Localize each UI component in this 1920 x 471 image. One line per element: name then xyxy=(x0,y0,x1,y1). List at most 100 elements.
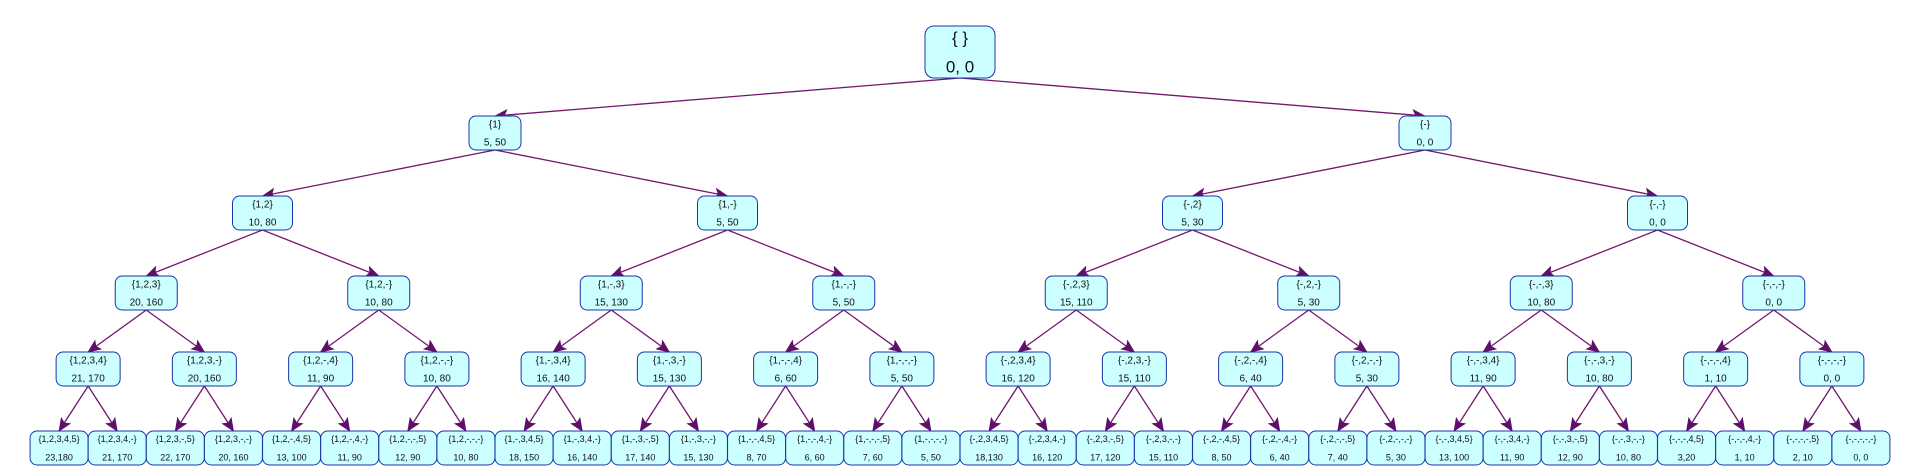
tree-node[interactable]: {-,2,3,-,-}15, 110 xyxy=(1133,430,1193,466)
tree-edge xyxy=(901,385,932,432)
tree-edge xyxy=(1773,309,1833,353)
node-box xyxy=(1398,115,1452,151)
tree-node[interactable]: {-,2,3}15, 110 xyxy=(1044,275,1108,311)
node-set-label: {1,-,3,-} xyxy=(653,355,686,366)
tree-node[interactable]: {-,-,-,4}1, 10 xyxy=(1683,351,1749,387)
tree-node[interactable]: {1,2,-,-}10, 80 xyxy=(404,351,470,387)
tree-node[interactable]: {1,2,3,4,5}23,180 xyxy=(29,430,89,466)
node-set-label: {1,2,3,4,5} xyxy=(39,434,80,444)
tree-node[interactable]: {1,2,3,-}20, 160 xyxy=(171,351,237,387)
tree-node[interactable]: {1,-,3,4,-}16, 140 xyxy=(552,430,612,466)
tree-edge xyxy=(203,385,234,432)
node-values-label: 13, 100 xyxy=(277,452,307,462)
tree-node[interactable]: {-}0, 0 xyxy=(1398,115,1452,151)
tree-node[interactable]: {1,-,3,-,-}15, 130 xyxy=(668,430,728,466)
tree-node[interactable]: {1,-,-,4,-}6, 60 xyxy=(785,430,845,466)
tree-edge xyxy=(785,385,816,432)
tree-node[interactable]: {1,2,-,4,5}13, 100 xyxy=(262,430,322,466)
tree-node[interactable]: {1,-,-,-}5, 50 xyxy=(869,351,935,387)
tree-node[interactable]: {1,-,-,4}6, 60 xyxy=(753,351,819,387)
tree-node[interactable]: {-,-,3}10, 80 xyxy=(1509,275,1573,311)
tree-node[interactable]: {-,-,-}0, 0 xyxy=(1742,275,1806,311)
node-set-label: {-,-,3,4,-} xyxy=(1495,434,1530,444)
edges-layer xyxy=(58,77,1862,432)
nodes-layer: { }0, 0{1}5, 50{-}0, 0{1,2}10, 80{1,-}5,… xyxy=(29,25,1891,466)
tree-node[interactable]: {-,-,3,4,-}11, 90 xyxy=(1482,430,1542,466)
tree-node[interactable]: {-,2,-,-,5}7, 40 xyxy=(1308,430,1368,466)
tree-node[interactable]: {1,2,3}20, 160 xyxy=(114,275,178,311)
tree-node[interactable]: {1,2,-,-,-}10, 80 xyxy=(436,430,496,466)
tree-node[interactable]: {-,-,-,-}0, 0 xyxy=(1799,351,1865,387)
tree-node[interactable]: {1,2}10, 80 xyxy=(232,195,293,231)
node-set-label: {-,-,3} xyxy=(1529,279,1554,290)
tree-node[interactable]: {-,2,-}5, 30 xyxy=(1277,275,1341,311)
tree-edge xyxy=(1482,385,1513,432)
tree-node[interactable]: {1,-,-}5, 50 xyxy=(812,275,876,311)
tree-node[interactable]: {1,-,3}15, 130 xyxy=(579,275,643,311)
tree-node[interactable]: {-,2,3,4,5}18,130 xyxy=(959,430,1019,466)
node-set-label: {1,-,-} xyxy=(832,279,857,290)
tree-node[interactable]: {1,2,3,-,-}20, 160 xyxy=(203,430,263,466)
tree-node[interactable]: {-,-,3,-}10, 80 xyxy=(1566,351,1632,387)
tree-node[interactable]: {1,-,3,4,5}18, 150 xyxy=(494,430,554,466)
tree-node[interactable]: {1,2,-,4,-}11, 90 xyxy=(320,430,380,466)
node-set-label: {-,2,-} xyxy=(1297,279,1322,290)
tree-node[interactable]: {-,-,3,4,5}13, 100 xyxy=(1424,430,1484,466)
tree-edge xyxy=(552,309,612,353)
node-box xyxy=(753,351,819,387)
node-box xyxy=(636,351,702,387)
tree-node[interactable]: {-,2,-,4,-}6, 40 xyxy=(1250,430,1310,466)
tree-node[interactable]: {-,-,3,-,5}12, 90 xyxy=(1540,430,1600,466)
tree-edge xyxy=(145,229,263,277)
tree-node[interactable]: {1,2,-,4}11, 90 xyxy=(288,351,354,387)
tree-node[interactable]: {-,2}5, 30 xyxy=(1162,195,1223,231)
tree-node[interactable]: {1,-,-,-,-}5, 50 xyxy=(901,430,961,466)
tree-node[interactable]: {-,2,-,-}5, 30 xyxy=(1334,351,1400,387)
node-box xyxy=(1218,351,1284,387)
tree-node[interactable]: {-,2,-,-,-}5, 30 xyxy=(1366,430,1426,466)
node-values-label: 17, 120 xyxy=(1090,452,1120,462)
node-box xyxy=(232,195,293,231)
tree-edge xyxy=(494,77,961,121)
tree-node[interactable]: {1,-,-,-,5}7, 60 xyxy=(843,430,903,466)
tree-node[interactable]: {1,2,3,4}21, 170 xyxy=(55,351,121,387)
node-values-label: 15, 130 xyxy=(653,374,687,385)
node-box xyxy=(1450,351,1516,387)
tree-node[interactable]: {-,-,3,-,-}10, 80 xyxy=(1598,430,1658,466)
tree-edge xyxy=(1221,385,1252,432)
node-set-label: {1,2,3,4} xyxy=(69,355,107,366)
tree-node[interactable]: {-,2,3,-,5}17, 120 xyxy=(1075,430,1135,466)
tree-node[interactable]: {1,-}5, 50 xyxy=(697,195,758,231)
tree-node[interactable]: {1,-,3,-,5}17, 140 xyxy=(610,430,670,466)
node-box xyxy=(288,351,354,387)
node-set-label: {-} xyxy=(1420,119,1431,130)
node-box xyxy=(1162,195,1223,231)
tree-node[interactable]: {-,2,3,4}16, 120 xyxy=(985,351,1051,387)
tree-node[interactable]: {1,2,3,-,5}22, 170 xyxy=(145,430,205,466)
tree-node[interactable]: {-,-,-,-,5}2, 10 xyxy=(1773,430,1833,466)
tree-node[interactable]: {-,2,-,4,5}8, 50 xyxy=(1192,430,1252,466)
node-values-label: 0, 0 xyxy=(1853,452,1868,462)
tree-node[interactable]: {-,-,-,4,5}3,20 xyxy=(1657,430,1717,466)
tree-node[interactable]: {-,-}0, 0 xyxy=(1627,195,1688,231)
tree-node[interactable]: {-,2,-,4}6, 40 xyxy=(1218,351,1284,387)
tree-node[interactable]: {1,2,-,-,5}12, 90 xyxy=(378,430,438,466)
tree-node[interactable]: {1,-,3,4}16, 140 xyxy=(520,351,586,387)
tree-node[interactable]: {-,-,-,4,-}1, 10 xyxy=(1715,430,1775,466)
tree-node[interactable]: {1,2,3,4,-}21, 170 xyxy=(87,430,147,466)
root-node[interactable]: { }0, 0 xyxy=(924,25,996,79)
tree-node[interactable]: {-,2,3,-}15, 110 xyxy=(1101,351,1167,387)
tree-node[interactable]: {-,-,3,4}11, 90 xyxy=(1450,351,1516,387)
tree-node[interactable]: {1,2,-}10, 80 xyxy=(347,275,411,311)
node-set-label: {-,-,3,4} xyxy=(1467,355,1500,366)
node-values-label: 16, 120 xyxy=(1001,374,1035,385)
tree-node[interactable]: {1,-,3,-} 15, 130 xyxy=(636,351,702,387)
tree-edge xyxy=(87,309,147,353)
tree-edge xyxy=(872,385,903,432)
tree-node[interactable]: {1,-,-,4,5}8, 70 xyxy=(727,430,787,466)
tree-node[interactable]: {-,-,-,-,-}0, 0 xyxy=(1831,430,1891,466)
node-values-label: 15, 130 xyxy=(683,452,713,462)
tree-node[interactable]: {1}5, 50 xyxy=(468,115,522,151)
tree-node[interactable]: {-,2,3,4,-}16, 120 xyxy=(1017,430,1077,466)
node-set-label: {-,2,-,-,-} xyxy=(1379,434,1412,444)
